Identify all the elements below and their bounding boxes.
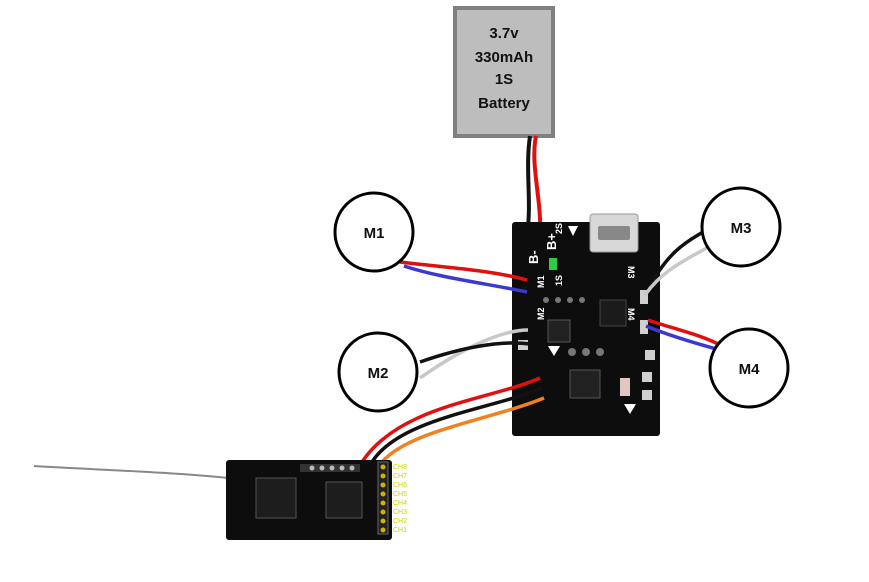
channel-label: CH6 [393, 482, 407, 489]
motor-m1: M1 [333, 191, 415, 273]
channel-label: CH4 [393, 500, 407, 507]
motor-m4-label: M4 [739, 361, 760, 378]
battery-cells: 1S [495, 71, 513, 88]
battery-label: Battery [478, 95, 530, 112]
channel-label: CH1 [393, 527, 407, 534]
channel-label: CH8 [393, 464, 407, 471]
motor-m1-label: M1 [364, 225, 385, 242]
battery-box: 3.7v 330mAh 1S Battery [453, 6, 555, 138]
receiver-board [226, 460, 392, 540]
motor-m3: M3 [700, 186, 782, 268]
pad-1s: 1S [554, 275, 564, 286]
channel-label: CH2 [393, 518, 407, 525]
channel-label: CH7 [393, 473, 407, 480]
battery-voltage: 3.7v [489, 25, 519, 42]
receiver-wires [360, 376, 545, 464]
status-led [549, 258, 557, 270]
motor-wires [399, 230, 723, 380]
motor-m2: M2 [337, 331, 419, 413]
pad-b-plus: B+ [544, 233, 559, 250]
flight-controller-board: B- B+ 2S 1S M1 M2 M3 M4 [512, 213, 660, 436]
pad-m1: M1 [536, 275, 546, 288]
motor-m2-label: M2 [368, 365, 389, 382]
battery-capacity: 330mAh [475, 49, 533, 66]
pad-m4: M4 [626, 308, 636, 321]
motor-m3-label: M3 [731, 220, 752, 237]
channel-label: CH5 [393, 491, 407, 498]
channel-label: CH3 [393, 509, 407, 516]
battery-wires [525, 135, 543, 237]
antenna [33, 465, 229, 479]
pad-m2: M2 [536, 307, 546, 320]
pad-b-minus: B- [526, 250, 541, 264]
receiver-channel-labels: CH8 CH7 CH6 CH5 CH4 CH3 CH2 CH1 [393, 464, 407, 534]
pad-2s: 2S [554, 223, 564, 234]
motor-m4: M4 [708, 327, 790, 409]
pad-m3: M3 [626, 266, 636, 279]
